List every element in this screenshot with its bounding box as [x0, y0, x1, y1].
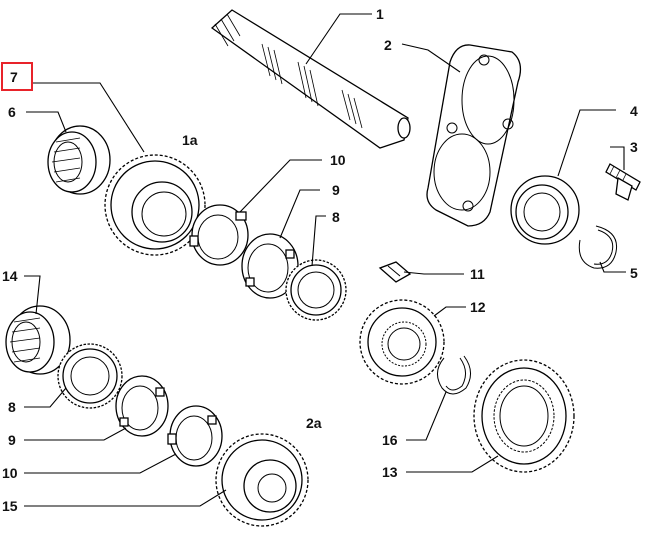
needle-bearing-lower: [5, 305, 71, 375]
synchro-gear-ring-lower: [57, 343, 123, 409]
callout-10-lower: 10: [2, 465, 18, 481]
callout-3: 3: [630, 139, 638, 155]
callout-5: 5: [630, 265, 638, 281]
callout-8-upper: 8: [332, 209, 340, 225]
synchro-gear-ring-upper: [285, 259, 347, 321]
highlight-box: [1, 62, 33, 91]
callout-2a: 2a: [306, 415, 322, 431]
bearing: [510, 175, 580, 245]
callout-9-upper: 9: [332, 182, 340, 198]
shaft-spline-teeth: [214, 13, 363, 129]
callout-10-upper: 10: [330, 152, 346, 168]
synchro-hub: [359, 299, 445, 385]
callout-11: 11: [470, 266, 485, 282]
synchro-ring-upper: [189, 204, 249, 266]
screw: [605, 163, 641, 201]
callout-14: 14: [2, 268, 18, 284]
callout-2: 2: [384, 37, 392, 53]
needle-bearing-upper: [47, 125, 111, 195]
callout-1: 1: [376, 6, 384, 22]
leader-lines: [24, 13, 626, 507]
snap-ring: [578, 225, 618, 269]
callout-4: 4: [630, 103, 638, 119]
gear-2a: [215, 433, 309, 527]
bearing-support-plate: [426, 44, 522, 227]
synchro-ring-lower: [167, 405, 223, 467]
callout-9-lower: 9: [8, 432, 16, 448]
callout-16: 16: [382, 432, 398, 448]
callout-15: 15: [2, 498, 18, 514]
sliding-sleeve-gear: [473, 359, 575, 473]
callout-7: 7: [10, 69, 18, 85]
callout-8-lower: 8: [8, 399, 16, 415]
callout-labels: 1 2 3 4 5 6 7 1a 10 9 8 11 12 14 8 9 10 …: [2, 6, 638, 514]
gear-1a: [104, 154, 206, 256]
circlip: [437, 355, 471, 395]
main-shaft: [210, 9, 411, 149]
sliding-key: [378, 261, 412, 283]
callout-12: 12: [470, 299, 486, 315]
callout-13: 13: [382, 464, 398, 480]
cone-ring-lower: [115, 375, 169, 437]
callout-1a: 1a: [182, 132, 198, 148]
callout-6: 6: [8, 104, 16, 120]
